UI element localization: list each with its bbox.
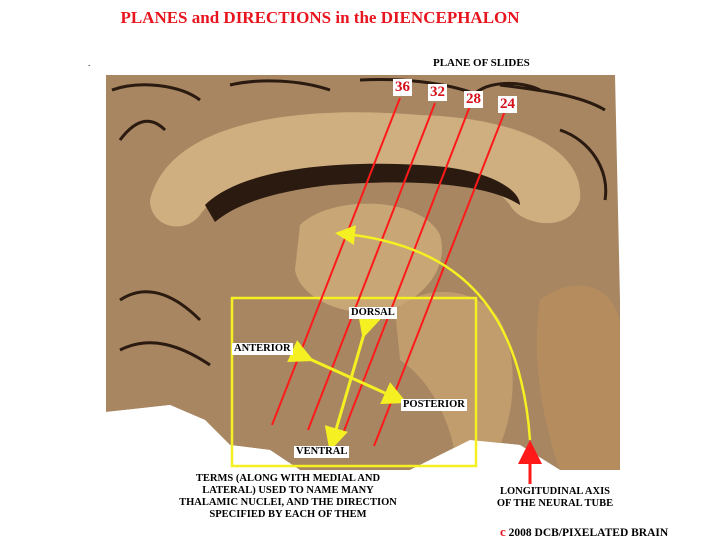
posterior-label: POSTERIOR — [401, 399, 467, 411]
longitudinal-axis-arc — [335, 225, 532, 441]
terms-box — [230, 296, 478, 468]
slice-number-36: 36 — [393, 79, 412, 96]
dorsal-ventral-arrow — [324, 312, 381, 452]
slice-number-24: 24 — [498, 96, 517, 113]
copyright-line: c 2008 DCB/PIXELATED BRAIN — [500, 524, 668, 540]
slice-number-32: 32 — [428, 84, 447, 101]
terms-caption: TERMS (ALONG WITH MEDIAL AND LATERAL) US… — [179, 473, 397, 520]
plane-of-slides-label: PLANE OF SLIDES — [433, 57, 530, 69]
page-title: PLANES and DIRECTIONS in the DIENCEPHALO… — [120, 8, 520, 27]
copyright-icon: c — [500, 524, 506, 539]
stray-dot: . — [88, 58, 91, 68]
ventral-label: VENTRAL — [294, 446, 350, 458]
anterior-label: ANTERIOR — [232, 343, 293, 355]
longitudinal-axis-caption: LONGITUDINAL AXIS OF THE NEURAL TUBE — [496, 486, 614, 509]
slice-number-28: 28 — [464, 91, 483, 108]
dorsal-label: DORSAL — [349, 307, 397, 319]
brain-photo — [106, 75, 620, 470]
copyright-text: 2008 DCB/PIXELATED BRAIN — [508, 527, 669, 539]
